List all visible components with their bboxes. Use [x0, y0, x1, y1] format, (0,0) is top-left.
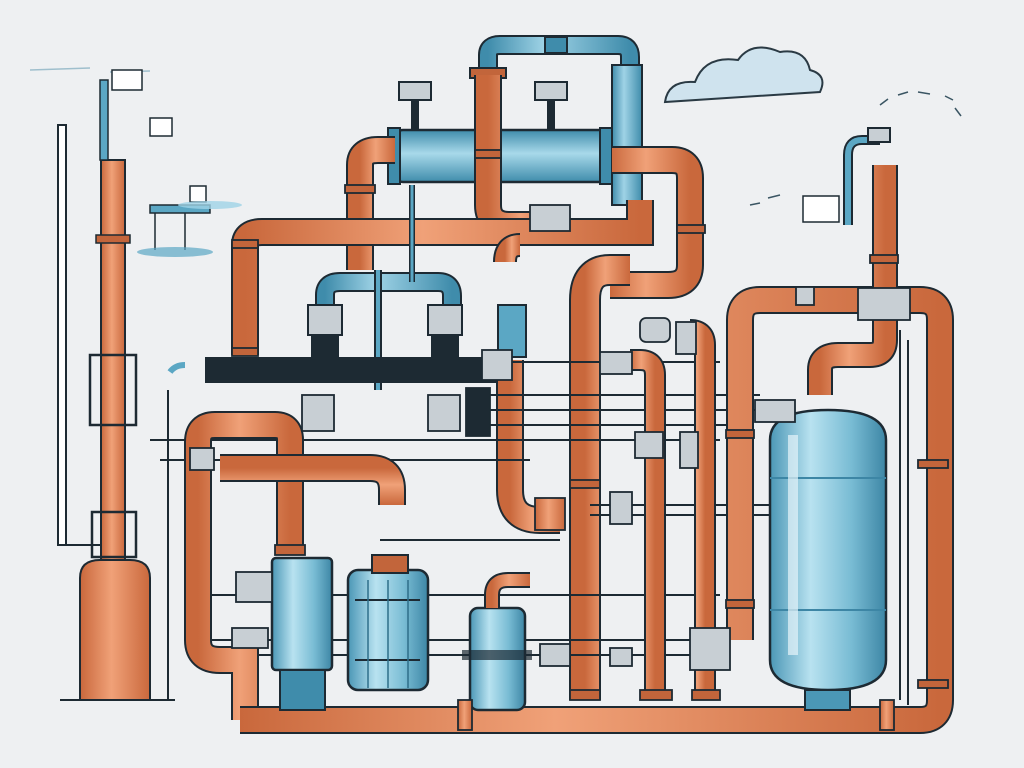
- heat-exchanger-drum: [387, 81, 613, 185]
- bottom-manifold: [240, 286, 954, 734]
- valve-icon: [307, 304, 527, 358]
- gauge-icon: [149, 117, 211, 250]
- pressure-tank-icon: [768, 408, 888, 711]
- right-riser: [802, 127, 898, 395]
- cloud-icon: [663, 46, 824, 104]
- central-vertical-copper: [493, 233, 630, 700]
- pump-icon: [270, 554, 532, 712]
- top-blue-loop: [469, 35, 643, 206]
- platform-shadow: [137, 247, 213, 257]
- lower-left-loop: [167, 362, 406, 720]
- pipe-collars: [231, 149, 949, 731]
- valve-icon: [189, 204, 911, 671]
